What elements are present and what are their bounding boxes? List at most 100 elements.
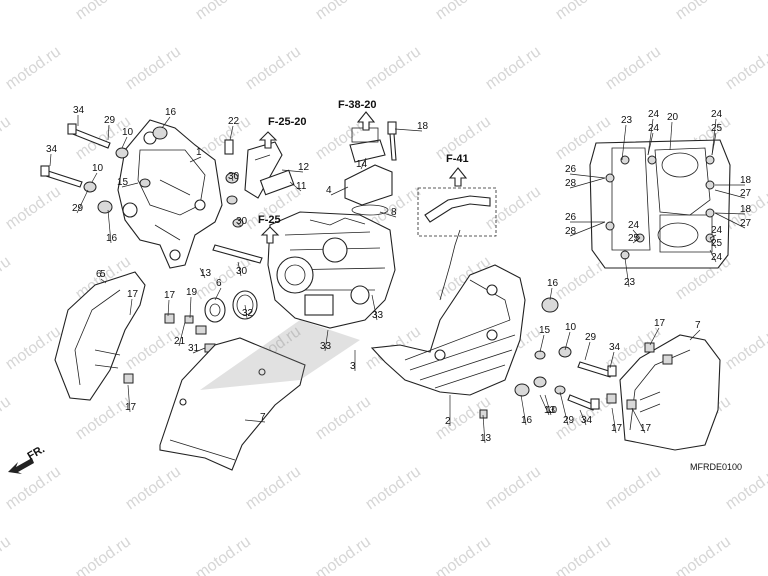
ref-f41: F-41 [446, 153, 469, 165]
callout-number: 6 [96, 269, 102, 280]
callout-number: 34 [581, 415, 593, 426]
callout-leader [371, 294, 378, 321]
front-arrow-indicator: FR. [8, 443, 47, 474]
callout-number: 29 [104, 115, 116, 126]
callout-leader [379, 211, 397, 218]
callout-leader [231, 177, 234, 182]
callout-number: 30 [236, 266, 248, 277]
callout-leader [714, 212, 746, 215]
callout-leader [237, 223, 242, 227]
callout-number: 17 [164, 290, 176, 301]
callout-number: 18 [740, 204, 752, 215]
watermark-text: motod.ru [553, 533, 614, 576]
callout-number: 19 [186, 287, 198, 298]
callout-leader [167, 299, 170, 317]
callout-number: 7 [695, 320, 701, 331]
watermark-text: motod.ru [123, 43, 184, 93]
callout-leader [714, 189, 746, 199]
callout-leader [121, 182, 139, 188]
callout-number: 30 [236, 216, 248, 227]
callout-number: 1 [196, 147, 202, 158]
callout-number: 16 [165, 107, 177, 118]
callout-leader [199, 267, 206, 279]
callout-number: 31 [188, 343, 200, 354]
callout-number: 24 [711, 252, 723, 263]
f41-pipe [417, 187, 497, 237]
bolts-left [40, 123, 168, 214]
callout-number: 17 [654, 318, 666, 329]
callout-leader [632, 237, 641, 244]
callout-leader [584, 341, 591, 361]
cylinder-head-front [267, 211, 396, 329]
callout-number: 2 [445, 416, 451, 427]
callout-leader [649, 327, 660, 346]
watermark-text: motod.ru [123, 323, 184, 373]
watermark-text: motod.ru [313, 393, 374, 443]
callout-leader [711, 118, 717, 156]
watermark-text: motod.ru [673, 0, 734, 23]
callout-leader [544, 394, 552, 416]
callout-number: 12 [298, 162, 310, 173]
cylinder-head-top-view [589, 139, 731, 269]
callout-number: 23 [624, 277, 636, 288]
callout-number: 6 [216, 278, 222, 289]
callout-leader [289, 181, 302, 192]
callout-leader [324, 329, 329, 352]
watermark-text: motod.ru [483, 463, 544, 513]
watermark-text: motod.ru [243, 43, 304, 93]
watermark-text: motod.ru [73, 393, 134, 443]
callout-number: 18 [740, 175, 752, 186]
callout-number: 29 [585, 332, 597, 343]
front-label: FR. [26, 443, 47, 462]
upper-cover-parts [344, 121, 397, 216]
callout-number: 3 [350, 361, 356, 372]
watermark-text: motod.ru [0, 113, 14, 163]
watermark-text: motod.ru [0, 253, 14, 303]
callout-number: 24 [648, 123, 660, 134]
ref-f38-20: F-38-20 [338, 99, 377, 111]
callout-leader [624, 257, 630, 288]
callout-number: 13 [200, 268, 212, 279]
callout-number: 10 [122, 127, 134, 138]
callout-leader [107, 209, 112, 244]
honda-watermark [200, 320, 360, 390]
callout-number: 24 [648, 109, 660, 120]
callout-number: 28 [565, 226, 577, 237]
callout-leader [611, 407, 617, 434]
watermark-text: motod.ru [363, 43, 424, 93]
watermark-text: motod.ru [483, 43, 544, 93]
callout-leader [569, 177, 606, 189]
callout-leader [360, 157, 367, 170]
callout-leader [49, 153, 52, 167]
callout-number: 15 [539, 325, 551, 336]
callout-leader [192, 347, 206, 354]
watermark-text: motod.ru [73, 533, 134, 576]
callout-leader [394, 128, 423, 132]
ref-arrows [258, 111, 468, 244]
callout-number: 4 [326, 185, 332, 196]
callout-number: 26 [565, 212, 577, 223]
callout-number: 10 [92, 163, 104, 174]
watermark-text: motod.ru [73, 0, 134, 23]
watermark-text: motod.ru [313, 0, 374, 23]
callout-leader [569, 173, 606, 179]
callout-leader [237, 261, 242, 277]
callout-number: 7 [260, 412, 266, 423]
callout-leader [714, 212, 746, 229]
watermark-text: motod.ru [433, 533, 494, 576]
watermark-text: motod.ru [0, 533, 14, 576]
callout-leader [709, 237, 717, 249]
callout-number: 8 [391, 207, 397, 218]
watermark-text: motod.ru [673, 533, 734, 576]
callout-leader [647, 118, 654, 156]
watermark-text: motod.ru [243, 463, 304, 513]
callout-number: 18 [417, 121, 429, 132]
callout-leader [161, 116, 171, 129]
callout-leader [129, 298, 133, 316]
callout-number: 33 [372, 310, 384, 321]
callout-number: 27 [740, 218, 752, 229]
watermark-text: motod.ru [3, 43, 64, 93]
callout-number: 28 [565, 178, 577, 189]
callout-number: 16 [547, 278, 559, 289]
